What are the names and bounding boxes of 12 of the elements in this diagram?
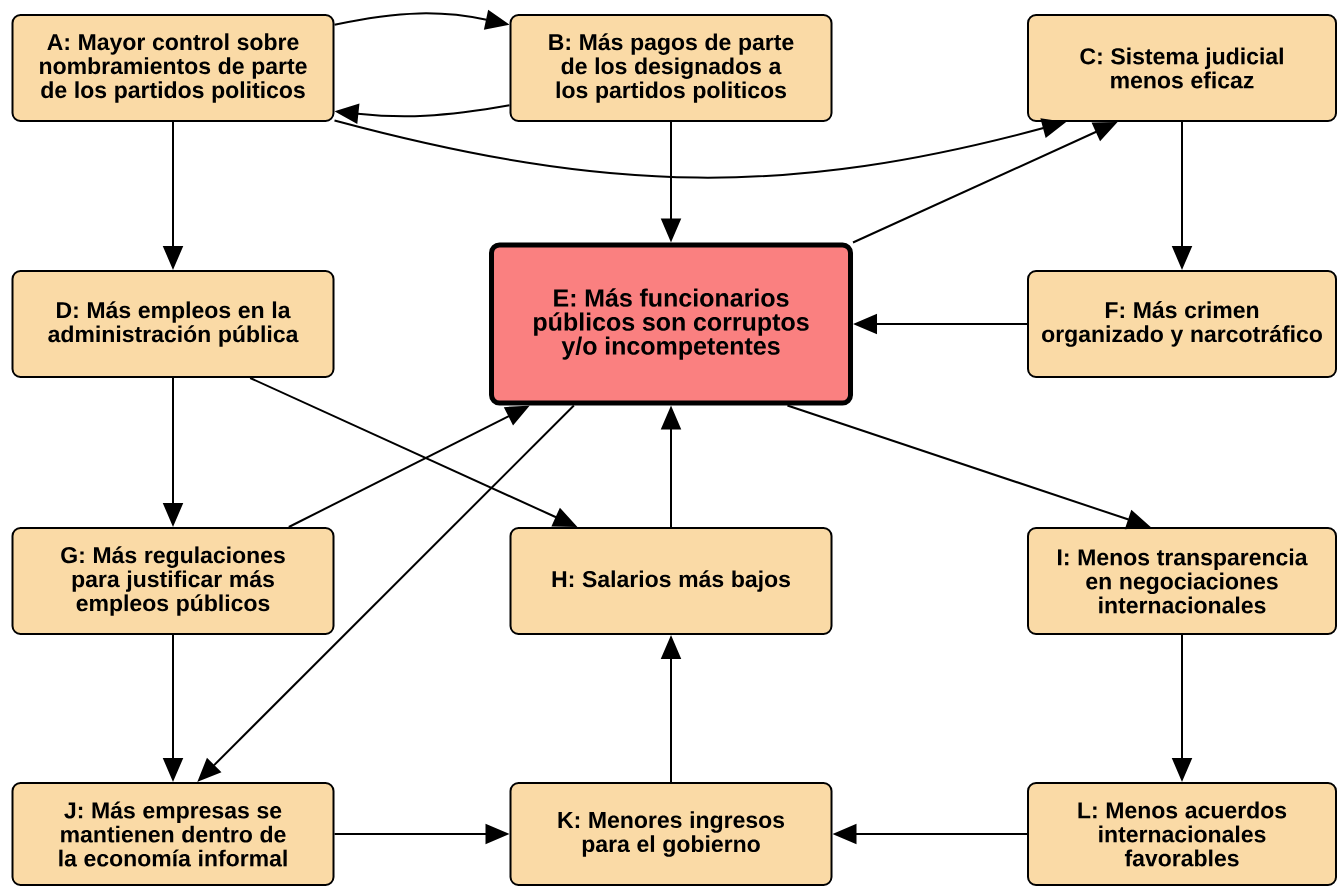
cause-box: G: Más regulaciones para justificar más empleos públicos [11,527,335,635]
cause-box: J: Más empresas se mantienen dentro de la economía informal [11,782,335,886]
cause-box: F: Más crimen organizado y narcotráfico [1027,270,1337,378]
cause-box: I: Menos transparencia en negociaciones internacionales [1027,527,1337,635]
cause-box: H: Salarios más bajos [509,527,833,635]
central-box: E: Más funcionarios públicos son corruptos y/o incompetentes [489,242,853,406]
cause-box: B: Más pagos de parte de los designados a los partidos politicos [509,14,833,122]
cause-box: A: Mayor control sobre nombramientos de parte de los partidos politicos [11,14,335,122]
cause-box: D: Más empleos en la administración pública [11,270,335,378]
cause-box: L: Menos acuerdos internacionales favorables [1027,782,1337,886]
cause-box: C: Sistema judicial menos eficaz [1027,14,1337,122]
cause-box: K: Menores ingresos para el gobierno [509,782,833,886]
